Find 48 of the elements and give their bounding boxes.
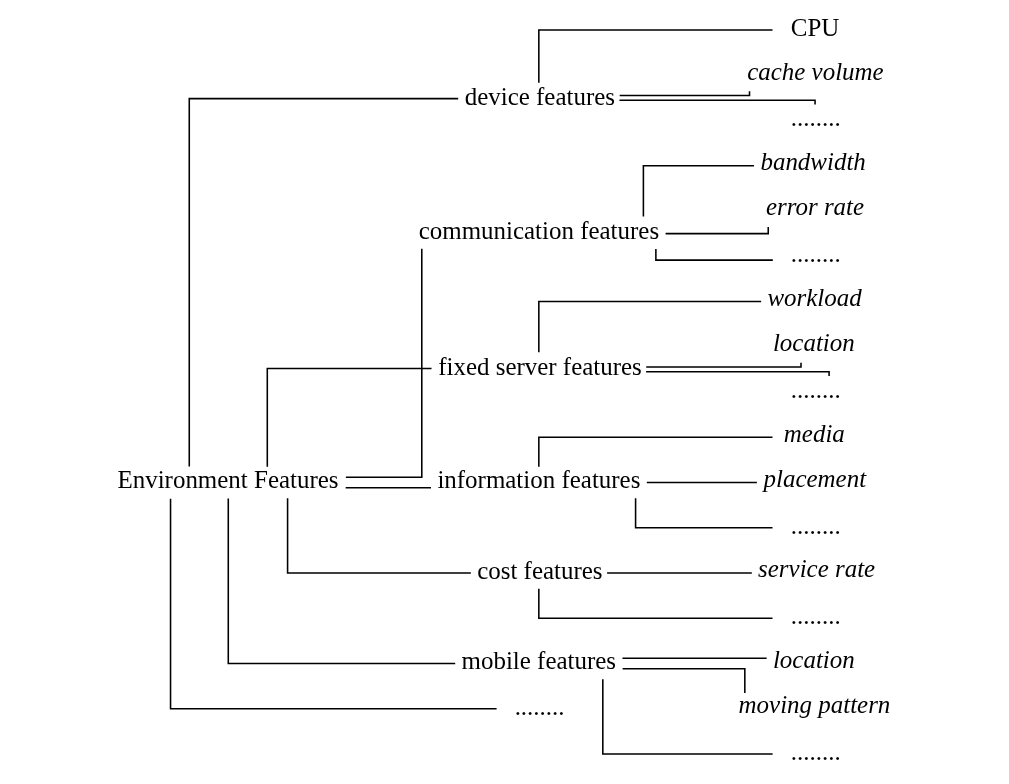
node-text: service rate [758, 555, 876, 583]
node-text: CPU [790, 13, 840, 41]
node-text: mobile features [461, 647, 617, 675]
node-text: fixed server features [438, 352, 642, 380]
connector [645, 370, 830, 377]
connector [266, 367, 433, 468]
connector [602, 678, 774, 755]
connector [646, 481, 758, 484]
connector [286, 497, 472, 574]
connector [642, 164, 755, 218]
node-text: workload [767, 283, 862, 311]
connector [634, 497, 774, 529]
connector [538, 436, 774, 468]
node-text: location [772, 645, 855, 673]
node-text: bandwidth [760, 148, 866, 176]
node-text: ........ [790, 375, 841, 403]
connector [645, 361, 802, 368]
node-text: location [772, 329, 855, 357]
connector [621, 667, 746, 694]
node-text: communication features [418, 216, 660, 244]
node-text: information features [437, 466, 641, 494]
node-text: cache volume [747, 57, 884, 85]
node-text: media [783, 419, 845, 447]
node-text: Environment Features [117, 466, 339, 494]
connector [606, 572, 753, 574]
node-text: ........ [790, 737, 841, 765]
connector [345, 248, 423, 479]
node-text: error rate [765, 193, 865, 221]
node-text: ........ [790, 240, 841, 268]
node-text: ........ [790, 104, 841, 132]
node-text: ........ [514, 692, 565, 720]
connector [227, 497, 456, 665]
node-text: moving pattern [738, 691, 891, 719]
connector [621, 657, 768, 660]
node-text: cost features [477, 556, 603, 584]
connector [344, 486, 432, 489]
connector [538, 588, 774, 620]
node-text: placement [763, 464, 867, 492]
connector [169, 498, 498, 710]
node-text: device features [464, 82, 616, 110]
connector [188, 97, 459, 468]
node-text: ........ [790, 602, 841, 630]
connector [618, 99, 816, 106]
node-text: ........ [790, 511, 841, 539]
connector [538, 29, 774, 84]
connector [655, 248, 774, 261]
connector [618, 90, 751, 97]
connector [538, 300, 762, 354]
